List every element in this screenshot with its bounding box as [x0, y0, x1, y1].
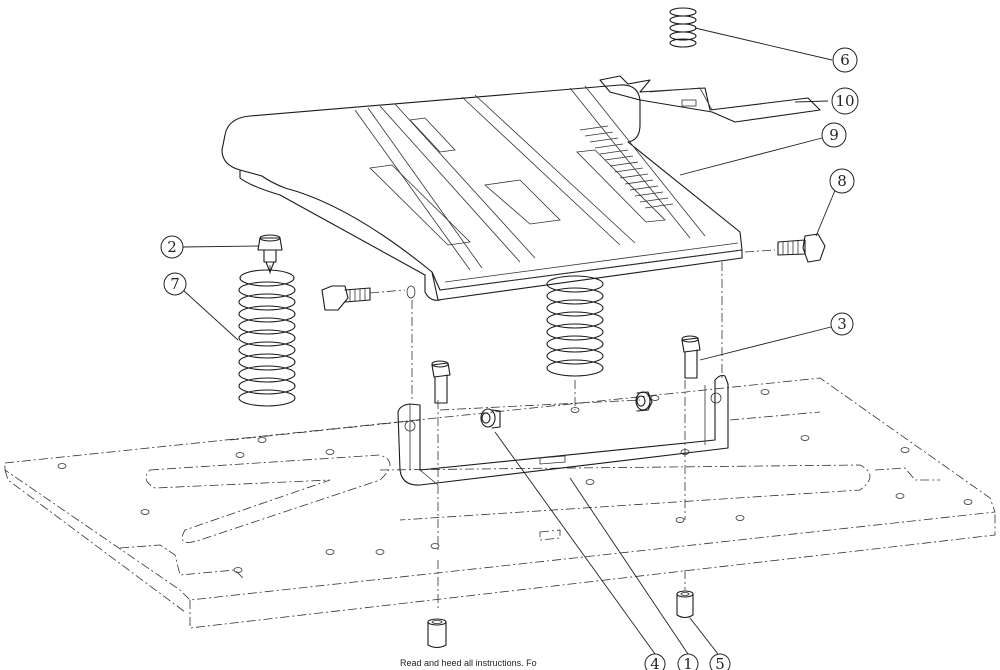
callout-3: 3	[830, 312, 854, 336]
large-spring-left	[238, 269, 296, 407]
spacer-right	[676, 590, 694, 619]
latch-bracket	[599, 75, 821, 123]
callout-8: 8	[829, 168, 855, 194]
callout-5: 5	[709, 653, 731, 670]
callout-6: 6	[832, 47, 858, 73]
svg-text:10: 10	[835, 92, 854, 110]
svg-text:8: 8	[837, 172, 847, 190]
shoulder-bolt	[257, 234, 283, 273]
callout-4: 4	[644, 653, 666, 670]
side-bolt-right	[777, 233, 826, 263]
callout-7: 7	[163, 272, 187, 296]
svg-text:9: 9	[829, 126, 839, 144]
callout-1: 1	[677, 653, 699, 670]
flange-nut-right	[635, 391, 653, 412]
safety-caption: Read and heed all instructions. Fo	[400, 658, 537, 668]
svg-text:4: 4	[650, 655, 660, 670]
svg-text:6: 6	[840, 51, 850, 69]
vertical-bolt-right	[681, 335, 701, 379]
vertical-bolt-left	[431, 360, 451, 404]
svg-text:3: 3	[837, 315, 847, 333]
base-plate	[4, 377, 996, 629]
large-spring-center	[546, 275, 604, 377]
flange-nut-left	[480, 408, 501, 429]
leader-lines	[181, 27, 837, 655]
svg-text:1: 1	[683, 655, 693, 670]
svg-text:2: 2	[167, 238, 177, 256]
u-bracket	[397, 374, 729, 486]
assembly-center-lines	[269, 249, 776, 610]
callout-9: 9	[821, 122, 847, 148]
callout-2: 2	[160, 235, 184, 259]
seat-plate	[221, 84, 743, 301]
side-bolt-left	[321, 285, 371, 311]
spacer-left	[427, 618, 447, 649]
svg-text:7: 7	[170, 275, 180, 293]
callout-10: 10	[831, 87, 859, 115]
small-spring	[669, 7, 697, 48]
svg-text:5: 5	[715, 655, 725, 670]
vent-grille	[579, 125, 674, 209]
